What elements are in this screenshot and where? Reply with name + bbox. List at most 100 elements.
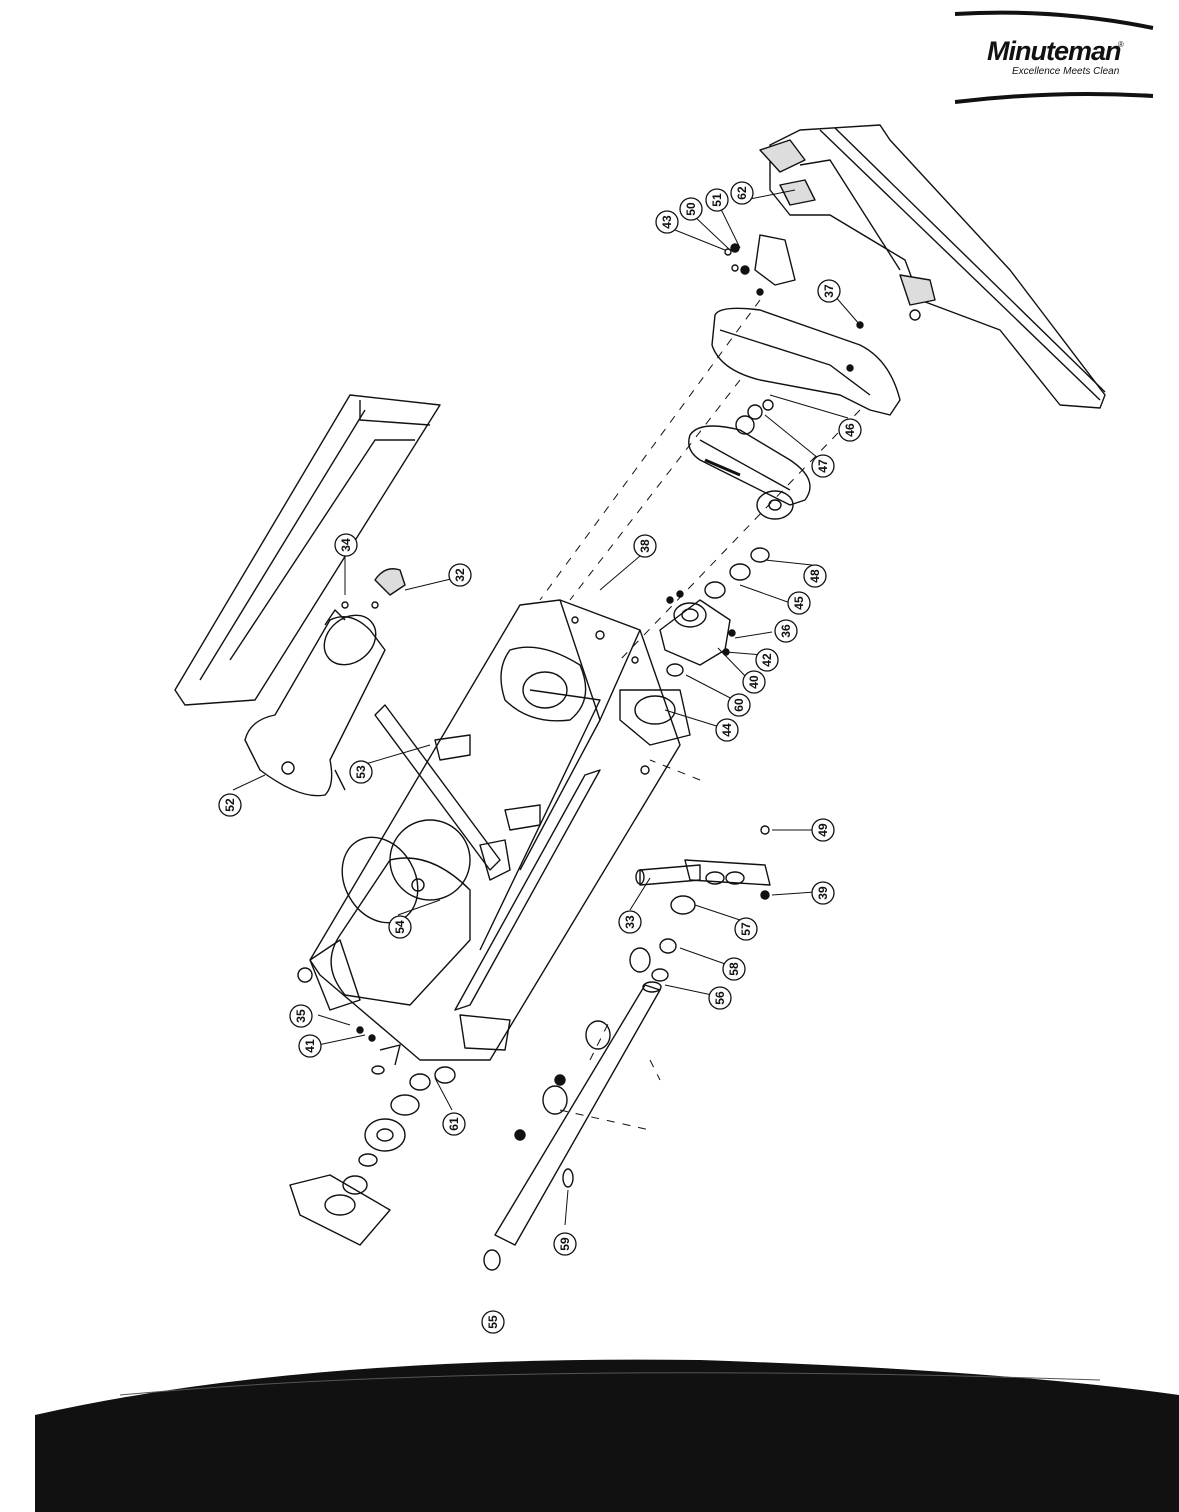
callout-34: 34 xyxy=(334,533,358,557)
callout-number: 56 xyxy=(713,991,727,1005)
callout-bubble xyxy=(218,793,242,817)
callout-bubble xyxy=(442,1112,466,1136)
brand-name: Minuteman xyxy=(987,36,1122,66)
callout-number: 58 xyxy=(727,962,741,976)
callout-bubble xyxy=(298,1034,322,1058)
callout-number: 49 xyxy=(816,823,830,837)
callout-number: 45 xyxy=(792,596,806,610)
side-motor xyxy=(244,568,406,797)
callout-number: 40 xyxy=(747,675,761,689)
callout-number: 52 xyxy=(223,798,237,812)
callout-number: 51 xyxy=(710,193,724,207)
callout-number: 48 xyxy=(808,569,822,583)
callout-number: 37 xyxy=(822,284,836,298)
callout-bubble xyxy=(388,915,412,939)
callout-bubble xyxy=(817,279,841,303)
bearing-stack xyxy=(659,547,770,677)
callout-number: 34 xyxy=(339,538,353,552)
callout-bubble xyxy=(553,1232,577,1256)
callout-bubble xyxy=(448,563,472,587)
callout-bubble xyxy=(705,188,729,212)
callout-40: 40 xyxy=(742,670,766,694)
vacuum-tube xyxy=(483,981,662,1271)
callout-bubble xyxy=(838,418,862,442)
callout-bubble xyxy=(481,1310,505,1334)
callout-35: 35 xyxy=(289,1004,313,1028)
brand-tagline: Excellence Meets Clean xyxy=(1012,66,1120,77)
callout-48: 48 xyxy=(803,564,827,588)
callout-number: 54 xyxy=(393,920,407,934)
callout-number: 33 xyxy=(623,915,637,929)
callout-bubble xyxy=(803,564,827,588)
callout-number: 61 xyxy=(447,1117,461,1131)
callout-bubble xyxy=(679,197,703,221)
logo-swoosh-lines xyxy=(955,10,1154,104)
minuteman-logo: Minuteman ® Excellence Meets Clean xyxy=(955,8,1155,106)
callout-bubble xyxy=(708,986,732,1010)
callout-bubble xyxy=(811,881,835,905)
callout-number: 38 xyxy=(638,539,652,553)
callout-bubble xyxy=(730,181,754,205)
callout-number: 36 xyxy=(779,624,793,638)
squeegee-mount-frame xyxy=(759,124,1106,409)
callout-number: 42 xyxy=(760,653,774,667)
callout-36: 36 xyxy=(774,619,798,643)
callout-number: 35 xyxy=(294,1009,308,1023)
callout-bubble xyxy=(811,818,835,842)
callout-32: 32 xyxy=(448,563,472,587)
callout-56: 56 xyxy=(708,986,732,1010)
drive-motor xyxy=(297,819,471,1011)
callout-52: 52 xyxy=(218,793,242,817)
callout-bubble xyxy=(774,619,798,643)
callout-bubble xyxy=(734,917,758,941)
callout-number: 53 xyxy=(354,765,368,779)
callout-number: 57 xyxy=(739,922,753,936)
footer-swoosh xyxy=(35,1359,1179,1512)
callout-49: 49 xyxy=(811,818,835,842)
drive-belt xyxy=(688,399,811,520)
callout-bubble xyxy=(811,454,835,478)
callout-bubble xyxy=(289,1004,313,1028)
callout-50: 50 xyxy=(679,197,703,221)
callout-bubble xyxy=(742,670,766,694)
callout-57: 57 xyxy=(734,917,758,941)
callout-33: 33 xyxy=(618,910,642,934)
callout-number: 43 xyxy=(660,215,674,229)
callout-54: 54 xyxy=(388,915,412,939)
callout-number: 39 xyxy=(816,886,830,900)
callout-number: 41 xyxy=(303,1039,317,1053)
brush-deck-housing xyxy=(309,599,691,1061)
callout-37: 37 xyxy=(817,279,841,303)
callout-51: 51 xyxy=(705,188,729,212)
callout-number: 55 xyxy=(486,1315,500,1329)
callout-number: 32 xyxy=(453,568,467,582)
callout-number: 46 xyxy=(843,423,857,437)
callout-43: 43 xyxy=(655,210,679,234)
adjustment-rod xyxy=(374,704,511,881)
callout-number: 60 xyxy=(732,698,746,712)
pivot-bracket xyxy=(724,234,796,286)
callout-bubble xyxy=(787,591,811,615)
callout-group: 4350516237464738484536424060443432535254… xyxy=(218,181,862,1334)
callout-bubble xyxy=(722,957,746,981)
callout-bubble xyxy=(727,693,751,717)
callout-bubble xyxy=(755,648,779,672)
pivot-pin-assembly xyxy=(629,825,771,982)
registered-mark: ® xyxy=(1118,40,1124,49)
callout-61: 61 xyxy=(442,1112,466,1136)
callout-46: 46 xyxy=(838,418,862,442)
callout-59: 59 xyxy=(553,1232,577,1256)
lower-hub-assembly xyxy=(289,1026,456,1246)
callout-bubble xyxy=(618,910,642,934)
callout-number: 59 xyxy=(558,1237,572,1251)
alignment-lines xyxy=(539,299,861,1131)
callout-60: 60 xyxy=(727,693,751,717)
motor-cover xyxy=(711,288,901,416)
callout-41: 41 xyxy=(298,1034,322,1058)
callout-number: 47 xyxy=(816,459,830,473)
callout-number: 50 xyxy=(684,202,698,216)
callout-bubble xyxy=(334,533,358,557)
callout-bubble xyxy=(655,210,679,234)
